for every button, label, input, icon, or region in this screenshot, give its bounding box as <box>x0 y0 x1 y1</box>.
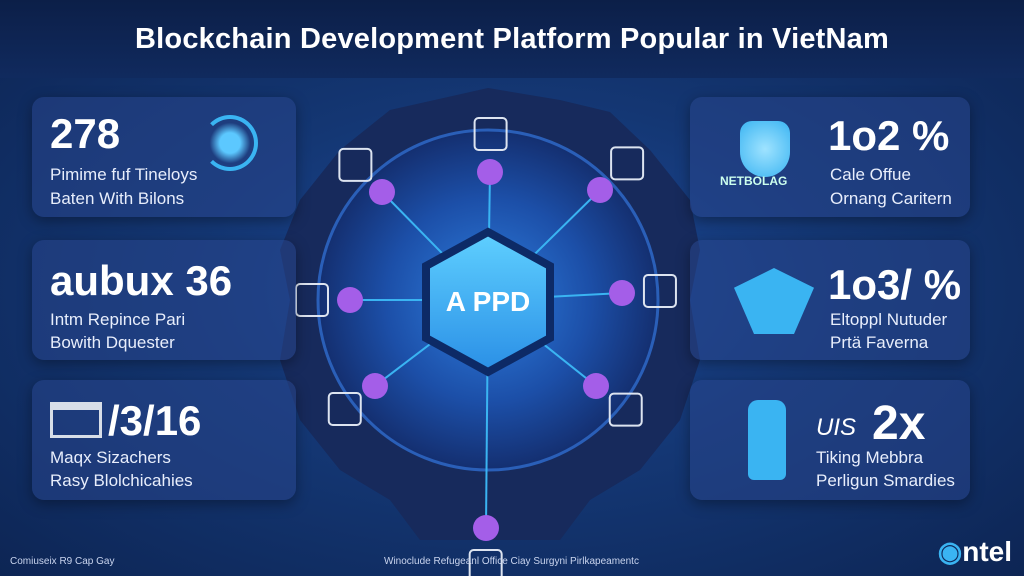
platform-icon <box>642 274 677 309</box>
globe-network-icon <box>202 115 258 171</box>
stat-line2: Prtä Faverna <box>830 333 929 352</box>
building-icon <box>50 402 102 438</box>
stat-line1: Eltoppl Nutuder <box>830 310 948 329</box>
hub-node <box>609 280 635 306</box>
stat-line2: Ornang Caritern <box>830 189 952 208</box>
hub-node <box>473 515 499 541</box>
stat-card: 1o3/ % Eltoppl Nutuder Prtä Faverna <box>690 240 970 360</box>
stat-card: aubux 36 Intm Repince Pari Bowith Dquest… <box>32 240 296 360</box>
stat-value: /3/16 <box>108 397 202 444</box>
hub-node <box>362 373 388 399</box>
hub-node <box>337 287 363 313</box>
stat-card: UIS 2x Tiking Mebbra Perligun Smardies <box>690 380 970 500</box>
stat-line1: Intm Repince Pari <box>50 310 186 329</box>
stat-card: NETBOLAG 1o2 % Cale Offue Ornang Cariter… <box>690 97 970 217</box>
platform-icon <box>473 117 508 152</box>
center-hexagon <box>422 227 554 377</box>
stat-card: /3/16 Maqx Sizachers Rasy Blolchicahies <box>32 380 296 500</box>
footer-center: Winoclude Refugeanl Office Ciay Surgyni … <box>384 556 639 567</box>
page-title: Blockchain Development Platform Popular … <box>135 22 889 55</box>
stat-line2: Perligun Smardies <box>816 471 955 490</box>
platform-icon <box>468 548 503 576</box>
hub-node <box>587 177 613 203</box>
brand-logo: ◉ntel <box>937 536 1012 567</box>
stat-prefix: UIS <box>816 414 857 441</box>
stat-value: 278 <box>50 110 121 157</box>
platform-icon <box>295 283 329 317</box>
center-label: A PPD <box>445 286 531 317</box>
stat-value: 1o2 % <box>828 112 950 159</box>
robot-icon <box>748 400 786 480</box>
stat-value: aubux 36 <box>50 257 233 304</box>
header: Blockchain Development Platform Popular … <box>0 0 1024 78</box>
platform-icon <box>608 392 643 427</box>
stat-line1: Tiking Mebbra <box>816 448 924 467</box>
stat-value: 1o3/ % <box>828 261 962 308</box>
hub-node <box>369 179 395 205</box>
hub-node <box>477 159 503 185</box>
shield-icon <box>734 268 814 334</box>
stat-card: 278 Pimime fuf Tineloys Baten With Bilon… <box>32 97 296 217</box>
stat-line2: Rasy Blolchicahies <box>50 471 193 490</box>
stat-value: 2x <box>872 397 926 450</box>
stat-line1: Pimime fuf Tineloys <box>50 165 198 184</box>
platform-icon <box>338 147 373 182</box>
stat-line2: Baten With Bilons <box>50 189 185 208</box>
hub-node <box>583 373 609 399</box>
stat-line2: Bowith Dquester <box>50 333 175 352</box>
footer-left: Comiuseix R9 Cap Gay <box>10 556 115 567</box>
stat-line1: Cale Offue <box>830 165 911 184</box>
stat-line1: Maqx Sizachers <box>50 448 171 467</box>
badge-text: NETBOLAG <box>720 174 788 188</box>
logo-text: ntel <box>962 536 1012 567</box>
shield-network-icon <box>740 121 790 177</box>
platform-icon <box>327 392 362 427</box>
platform-icon <box>610 146 645 181</box>
